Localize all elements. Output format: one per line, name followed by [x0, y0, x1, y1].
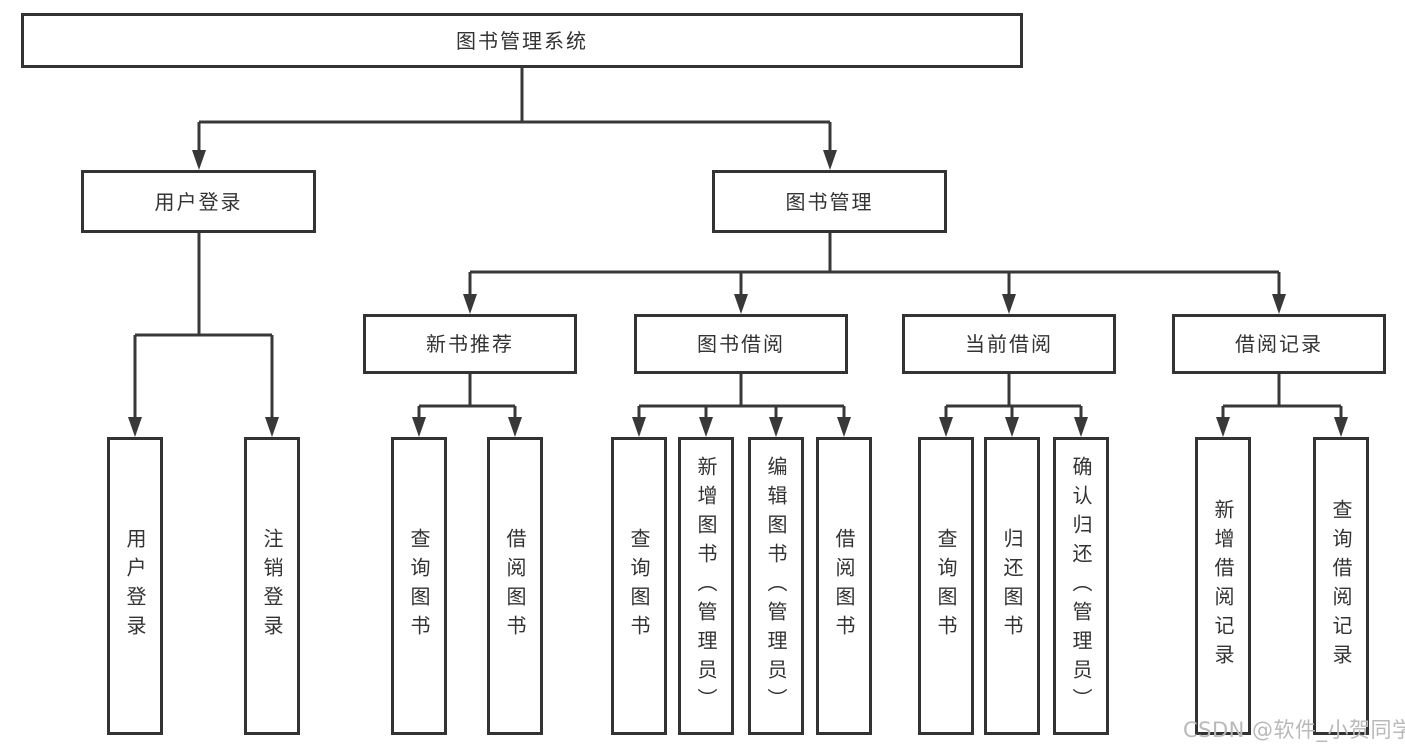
leaf-query-books-recommend: 查询图书 — [391, 437, 447, 735]
leaf-query-books-current: 查询图书 — [918, 437, 974, 735]
leaf-add-books-admin: 新增图书（管理员） — [678, 437, 734, 735]
leaf-query-borrow-record: 查询借阅记录 — [1313, 437, 1369, 735]
node-new-book-recommendation: 新书推荐 — [363, 314, 577, 374]
node-user-login: 用户登录 — [81, 170, 316, 233]
leaf-edit-books-admin: 编辑图书（管理员） — [748, 437, 804, 735]
leaf-query-books-borrow: 查询图书 — [611, 437, 667, 735]
leaf-borrow-books: 借阅图书 — [816, 437, 872, 735]
watermark-text: CSDN @软件_小贺同学 — [1183, 718, 1405, 742]
leaf-return-books: 归还图书 — [984, 437, 1040, 735]
node-library-management-system: 图书管理系统 — [21, 13, 1023, 68]
node-book-management: 图书管理 — [712, 170, 947, 233]
leaf-add-borrow-record: 新增借阅记录 — [1195, 437, 1251, 735]
node-current-borrowing: 当前借阅 — [902, 314, 1116, 374]
node-borrowing-records: 借阅记录 — [1172, 314, 1386, 374]
leaf-borrow-books-recommend: 借阅图书 — [487, 437, 543, 735]
node-book-borrowing: 图书借阅 — [634, 314, 848, 374]
leaf-user-login: 用户登录 — [107, 437, 163, 735]
leaf-confirm-return-admin: 确认归还（管理员） — [1053, 437, 1109, 735]
leaf-logout-login: 注销登录 — [244, 437, 300, 735]
